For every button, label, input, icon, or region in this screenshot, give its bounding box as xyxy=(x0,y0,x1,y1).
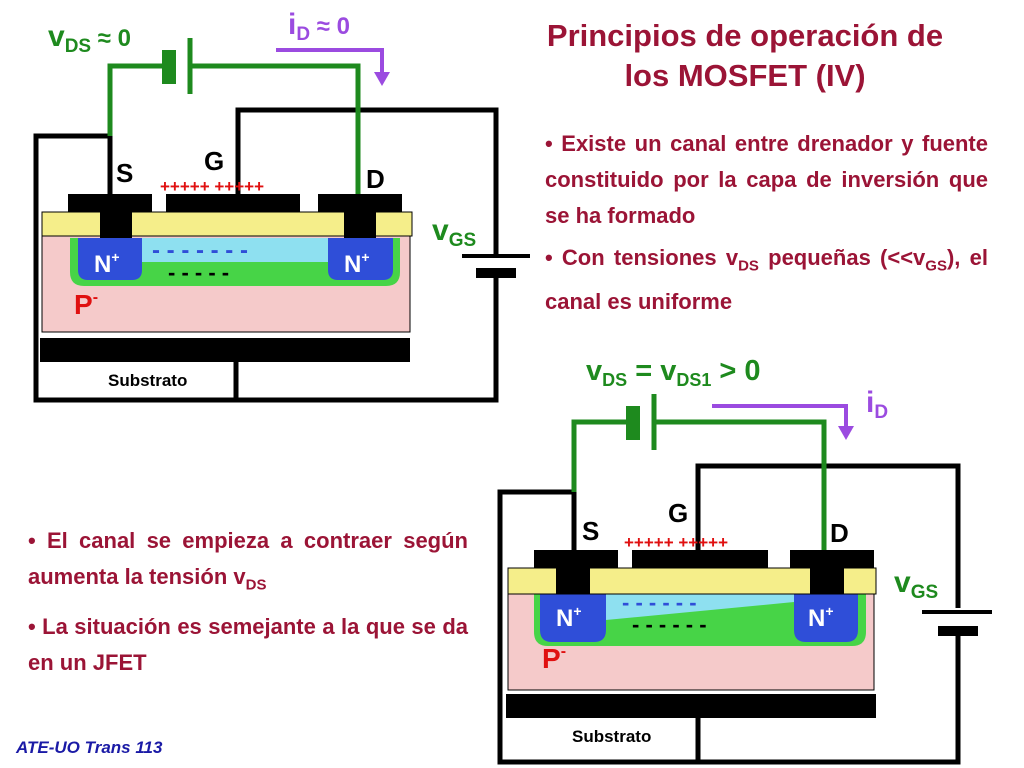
gate-electrode xyxy=(166,194,300,212)
id-arrow-head xyxy=(374,72,390,86)
bullets-right: • Existe un canal entre drenador y fuent… xyxy=(545,126,988,326)
id-arrow-line xyxy=(276,48,384,74)
drain-label: D xyxy=(366,164,385,194)
mosfet-diagram-top: vDS ≈ 0 iD ≈ 0 vGS S G D +++++ +++++ - -… xyxy=(33,8,530,403)
channel-region-tapered xyxy=(606,594,794,620)
vgs-battery-plate-short xyxy=(476,268,516,278)
gate-positive-charges: +++++ +++++ xyxy=(624,533,728,552)
vds-label: vDS = vDS1 > 0 xyxy=(586,355,761,390)
drain-contact-plug xyxy=(344,212,376,238)
drain-contact-top xyxy=(318,194,402,212)
id-label: iD ≈ 0 xyxy=(288,8,350,45)
bullet-small-vds: • Con tensiones vDS pequeñas (<<vGS), el… xyxy=(545,245,988,315)
bullet-channel-contracts: • El canal se empieza a contraer según a… xyxy=(28,528,468,594)
n-plus-drain-label: N+ xyxy=(344,249,370,278)
vds-wire-right xyxy=(654,419,827,550)
n-plus-source-label: N+ xyxy=(556,603,582,632)
title-line-1: Principios de operación de xyxy=(546,18,944,53)
drain-contact-top xyxy=(790,550,874,568)
vds-label: vDS ≈ 0 xyxy=(48,20,131,57)
bullet-jfet-similarity: • La situación es semejante a la que se … xyxy=(28,614,468,676)
vds-wire-left xyxy=(571,419,630,492)
mosfet-diagram-bottom: vDS = vDS1 > 0 iD vGS S G D +++++ +++++ … xyxy=(497,355,992,765)
vgs-label: vGS xyxy=(432,214,476,251)
n-plus-source-label: N+ xyxy=(94,249,120,278)
p-type-label: P- xyxy=(542,643,566,674)
vds-battery-plate-short xyxy=(162,50,176,84)
title-line-2: los MOSFET (IV) xyxy=(624,58,866,93)
p-type-label: P- xyxy=(74,289,98,320)
source-label: S xyxy=(582,516,599,546)
source-substrate-wire xyxy=(33,133,499,403)
source-contact-top xyxy=(68,194,152,212)
substrate-contact xyxy=(506,694,876,718)
channel-depletion-charges: - - - - - xyxy=(168,260,229,285)
channel-negative-charges: - - - - - - - xyxy=(152,237,248,264)
gate-electrode xyxy=(632,550,768,568)
vgs-label: vGS xyxy=(894,566,938,603)
substrate-label: Substrato xyxy=(572,727,651,746)
gate-wire xyxy=(695,463,961,608)
channel-region xyxy=(142,238,328,262)
source-contact-plug xyxy=(556,568,590,594)
substrate-contact xyxy=(40,338,410,362)
page-title: Principios de operación de los MOSFET (I… xyxy=(500,16,990,96)
channel-depletion-charges: - - - - - - xyxy=(632,612,707,637)
id-arrow-line xyxy=(712,404,848,428)
vgs-battery-plate-short xyxy=(938,626,978,636)
id-arrow-head xyxy=(838,426,854,440)
gate-positive-charges: +++++ +++++ xyxy=(160,177,264,196)
drain-contact-plug xyxy=(810,568,844,594)
gate-label: G xyxy=(668,498,688,528)
drain-label: D xyxy=(830,518,849,548)
n-plus-drain-region xyxy=(328,238,393,280)
channel-negative-charges: - - - - - - xyxy=(622,590,697,615)
n-plus-drain-region xyxy=(794,594,858,642)
gate-wire xyxy=(235,107,499,256)
n-plus-drain-label: N+ xyxy=(808,603,834,632)
vds-battery-plate-short xyxy=(626,406,640,440)
source-contact-top xyxy=(534,550,618,568)
bullet-channel-exists: • Existe un canal entre drenador y fuent… xyxy=(545,131,988,228)
source-substrate-wire xyxy=(497,489,961,765)
id-label: iD xyxy=(866,386,888,423)
vds-wire-right xyxy=(190,63,361,194)
source-label: S xyxy=(116,158,133,188)
n-plus-source-region xyxy=(540,594,606,642)
source-contact-plug xyxy=(100,212,132,238)
footer-label: ATE-UO Trans 113 xyxy=(16,738,163,757)
gate-label: G xyxy=(204,146,224,176)
substrate-label: Substrato xyxy=(108,371,187,390)
n-plus-source-region xyxy=(78,238,142,280)
vds-wire-left xyxy=(107,63,166,136)
bullets-left: • El canal se empieza a contraer según a… xyxy=(28,523,468,687)
